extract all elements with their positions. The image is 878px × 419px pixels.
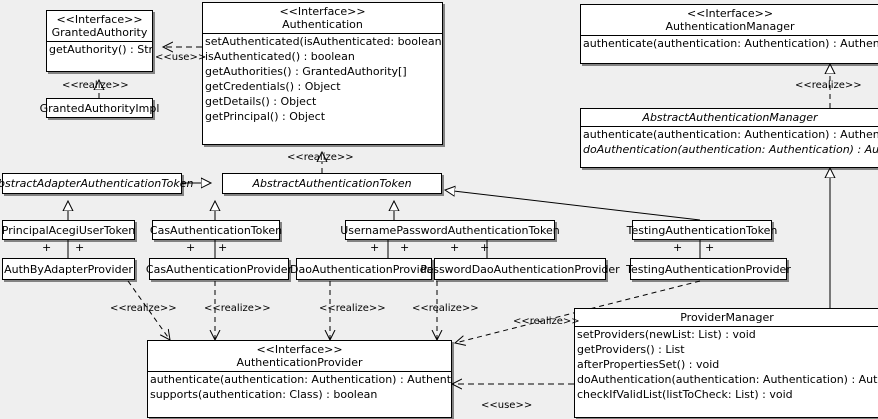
association-marker: + — [400, 241, 410, 254]
association-marker: + — [42, 241, 52, 254]
class-name: ProviderManager — [680, 311, 774, 324]
class-name: PrincipalAcegiUserToken — [1, 223, 136, 237]
operation: getDetails() : Object — [205, 95, 317, 108]
class-abstract-authentication-manager[interactable]: AbstractAuthenticationManager authentica… — [580, 108, 878, 168]
class-name: GrantedAuthorityImpl — [39, 101, 160, 115]
stereotype-label: <<Interface>> — [279, 5, 366, 18]
association-marker: + — [673, 241, 683, 254]
class-name: AbstractAuthenticationToken — [252, 177, 412, 190]
class-name: DaoAuthenticationProvider — [290, 262, 438, 276]
label-realize-password-dao-provider: <<realize>> — [412, 303, 479, 314]
label-realize-authentication-manager: <<realize>> — [795, 80, 862, 91]
class-password-dao-authentication-provider[interactable]: PasswordDaoAuthenticationProvider — [420, 258, 620, 280]
class-auth-by-adapter-provider[interactable]: AuthByAdapterProvider — [2, 258, 135, 280]
class-name: UsernamePasswordAuthenticationToken — [340, 223, 560, 237]
label-realize-auth-by-adapter: <<realize>> — [110, 303, 177, 314]
class-name: GrantedAuthority — [51, 26, 148, 39]
class-header: <<Interface>> GrantedAuthority — [47, 11, 152, 41]
class-header: <<Interface>> Authentication — [203, 3, 442, 33]
stereotype-label: <<Interface>> — [686, 7, 774, 20]
operation: authenticate(authentication: Authenticat… — [150, 373, 451, 386]
stereotype-label: <<Interface>> — [256, 343, 343, 356]
label-use-authentication-granted-authority: <<use>> — [155, 52, 207, 63]
class-name: AuthenticationProvider — [236, 356, 363, 369]
class-provider-manager[interactable]: ProviderManager setProviders(newList: Li… — [574, 308, 878, 418]
operations-compartment: authenticate(authentication: Authenticat… — [581, 35, 878, 51]
class-name: AuthByAdapterProvider — [4, 262, 133, 276]
class-header: ProviderManager — [575, 309, 878, 326]
label-realize-testing-provider: <<realize>> — [513, 316, 580, 327]
operations-compartment: setProviders(newList: List) : void getPr… — [575, 326, 878, 402]
label-realize-dao-provider: <<realize>> — [319, 303, 386, 314]
operation: getPrincipal() : Object — [205, 110, 326, 123]
association-marker: + — [370, 241, 380, 254]
label-realize-cas-provider: <<realize>> — [204, 303, 271, 314]
operation: getAuthority() : String — [49, 43, 152, 56]
class-abstract-authentication-token[interactable]: AbstractAuthenticationToken — [222, 173, 442, 194]
class-name: CasAuthenticationToken — [149, 223, 283, 237]
class-dao-authentication-provider[interactable]: DaoAuthenticationProvider — [290, 258, 438, 280]
operation: getCredentials() : Object — [205, 80, 341, 93]
operations-compartment: setAuthenticated(isAuthenticated: boolea… — [203, 33, 442, 124]
operation: getAuthorities() : GrantedAuthority[] — [205, 65, 407, 78]
class-name: AbstractAuthenticationManager — [642, 111, 818, 124]
class-granted-authority[interactable]: <<Interface>> GrantedAuthority getAuthor… — [46, 10, 153, 72]
class-header: <<Interface>> AuthenticationManager — [581, 5, 878, 35]
association-marker: + — [186, 241, 196, 254]
association-marker: + — [75, 241, 85, 254]
class-name: TestingAuthenticationToken — [626, 223, 778, 237]
class-header: AbstractAuthenticationManager — [581, 109, 878, 126]
operation: doAuthentication(authentication: Authent… — [583, 143, 878, 156]
operation: authenticate(authentication: Authenticat… — [583, 37, 878, 50]
operation: getProviders() : List — [577, 343, 685, 356]
class-authentication[interactable]: <<Interface>> Authentication setAuthenti… — [202, 2, 443, 145]
operation: setAuthenticated(isAuthenticated: boolea… — [205, 35, 442, 48]
operations-compartment: authenticate(authentication: Authenticat… — [581, 126, 878, 157]
operation: authenticate(authentication: Authenticat… — [583, 128, 878, 141]
operation: checkIfValidList(listToCheck: List) : vo… — [577, 388, 793, 401]
label-use-provider-manager: <<use>> — [481, 400, 533, 411]
stereotype-label: <<Interface>> — [56, 13, 143, 26]
class-name: AbstractAdapterAuthenticationToken — [0, 177, 194, 190]
class-name: AuthenticationManager — [665, 20, 795, 33]
operations-compartment: authenticate(authentication: Authenticat… — [148, 371, 451, 402]
association-marker: + — [218, 241, 228, 254]
operation: doAuthentication(authentication: Authent… — [577, 373, 878, 386]
association-marker: + — [705, 241, 715, 254]
operation: setProviders(newList: List) : void — [577, 328, 756, 341]
class-cas-authentication-provider[interactable]: CasAuthenticationProvider — [145, 258, 293, 280]
class-testing-authentication-token[interactable]: TestingAuthenticationToken — [626, 220, 778, 240]
class-authentication-provider[interactable]: <<Interface>> AuthenticationProvider aut… — [147, 340, 452, 418]
class-cas-authentication-token[interactable]: CasAuthenticationToken — [149, 220, 283, 240]
class-header: <<Interface>> AuthenticationProvider — [148, 341, 451, 371]
class-authentication-manager[interactable]: <<Interface>> AuthenticationManager auth… — [580, 4, 878, 64]
class-name: PasswordDaoAuthenticationProvider — [420, 262, 620, 276]
class-abstract-adapter-authentication-token[interactable]: AbstractAdapterAuthenticationToken — [0, 173, 194, 194]
label-realize-granted-authority-impl: <<realize>> — [62, 80, 129, 91]
association-marker: + — [480, 241, 490, 254]
operations-compartment: getAuthority() : String — [47, 41, 152, 57]
class-name: CasAuthenticationProvider — [145, 262, 293, 276]
operation: isAuthenticated() : boolean — [205, 50, 355, 63]
operation: afterPropertiesSet() : void — [577, 358, 720, 371]
association-marker: + — [450, 241, 460, 254]
label-realize-abstract-token-authentication: <<realize>> — [287, 152, 354, 163]
class-testing-authentication-provider[interactable]: TestingAuthenticationProvider — [626, 258, 791, 280]
class-principal-acegi-user-token[interactable]: PrincipalAcegiUserToken — [2, 220, 135, 240]
operation: supports(authentication: Class) : boolea… — [150, 388, 378, 401]
class-granted-authority-impl[interactable]: GrantedAuthorityImpl — [39, 98, 160, 118]
class-name: Authentication — [282, 18, 363, 31]
class-username-password-authentication-token[interactable]: UsernamePasswordAuthenticationToken — [340, 220, 560, 240]
class-name: TestingAuthenticationProvider — [626, 262, 791, 276]
